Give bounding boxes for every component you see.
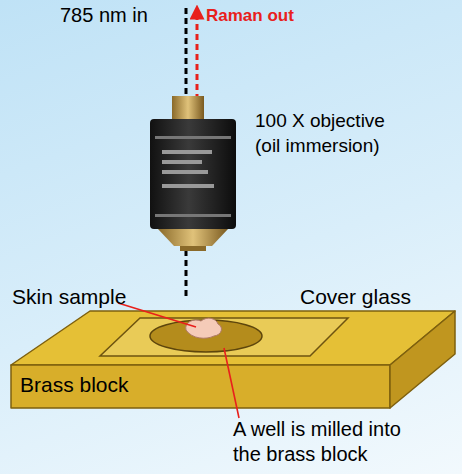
objective-lens — [150, 96, 236, 251]
raman-beam — [196, 12, 199, 100]
brass-block: Brass block — [10, 310, 456, 410]
part-label: Cover glass — [300, 285, 411, 309]
note-label: A well is milled into the brass block — [233, 417, 433, 467]
beam-label: Raman out — [206, 6, 294, 26]
part-label: Skin sample — [12, 285, 126, 309]
beam-label: 785 nm in — [60, 4, 148, 27]
block-top — [11, 311, 455, 365]
block-side — [390, 311, 455, 408]
block-front — [11, 365, 390, 408]
block-label: Brass block — [20, 373, 129, 397]
laser-beam — [185, 8, 188, 96]
part-label: 100 X objective (oil immersion) — [255, 108, 405, 158]
laser-beam-focus — [185, 250, 188, 296]
